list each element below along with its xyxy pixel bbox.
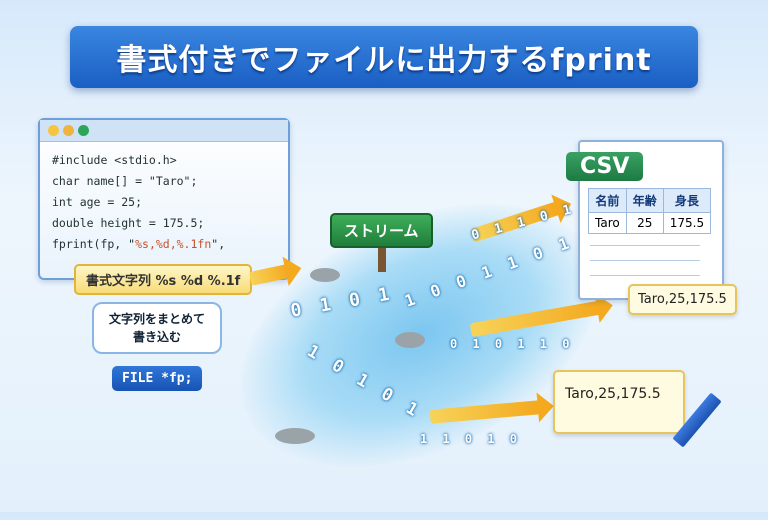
code-line: #include <stdio.h> xyxy=(52,153,177,167)
file-output-note: Taro,25,175.5 xyxy=(553,370,685,434)
csv-output-line: Taro,25,175.5 xyxy=(628,284,737,315)
binary-digits: 1 1 0 1 0 xyxy=(420,432,522,446)
code-block: #include <stdio.h> char name[] = "Taro";… xyxy=(40,142,288,255)
divider xyxy=(590,260,700,261)
binary-digits: 0 1 0 1 1 0 xyxy=(450,337,574,351)
file-pointer-label: FILE *fp; xyxy=(112,366,203,391)
code-line: char name[] = "Taro"; xyxy=(52,174,198,188)
divider xyxy=(590,245,700,246)
window-dot-icon xyxy=(48,125,59,136)
table-header: 年齢 xyxy=(625,188,664,213)
speech-bubble: 文字列をまとめて書き込む xyxy=(92,302,222,354)
table-cell: Taro xyxy=(588,212,627,234)
table-cell: 25 xyxy=(625,212,664,234)
csv-label: CSV xyxy=(566,152,644,181)
table-header: 身長 xyxy=(662,188,712,213)
format-string: %s,%d,%.1fn xyxy=(135,237,212,251)
page-title: 書式付きでファイルに出力するfprint xyxy=(116,43,652,78)
title-banner: 書式付きでファイルに出力するfprint xyxy=(70,26,698,88)
table-cell: 175.5 xyxy=(662,212,712,234)
divider xyxy=(590,275,700,276)
window-dot-icon xyxy=(63,125,74,136)
code-editor-window: #include <stdio.h> char name[] = "Taro";… xyxy=(38,118,290,280)
table-header: 名前 xyxy=(588,188,627,213)
code-text: ", xyxy=(211,237,226,251)
window-dot-icon xyxy=(78,125,89,136)
rock xyxy=(310,268,340,282)
rock xyxy=(275,428,315,444)
code-line: int age = 25; xyxy=(52,195,143,209)
stream-sign: ストリーム xyxy=(330,213,433,248)
title-bar xyxy=(40,120,288,142)
code-line: double height = 175.5; xyxy=(52,216,205,230)
sign-post xyxy=(378,246,386,272)
code-text: fprint(fp, " xyxy=(52,237,136,251)
code-line: fprint(fp, "%s,%d,%.1fn", xyxy=(52,234,288,255)
rock xyxy=(395,332,425,348)
format-string-label: 書式文字列 %s %d %.1f xyxy=(74,264,253,295)
